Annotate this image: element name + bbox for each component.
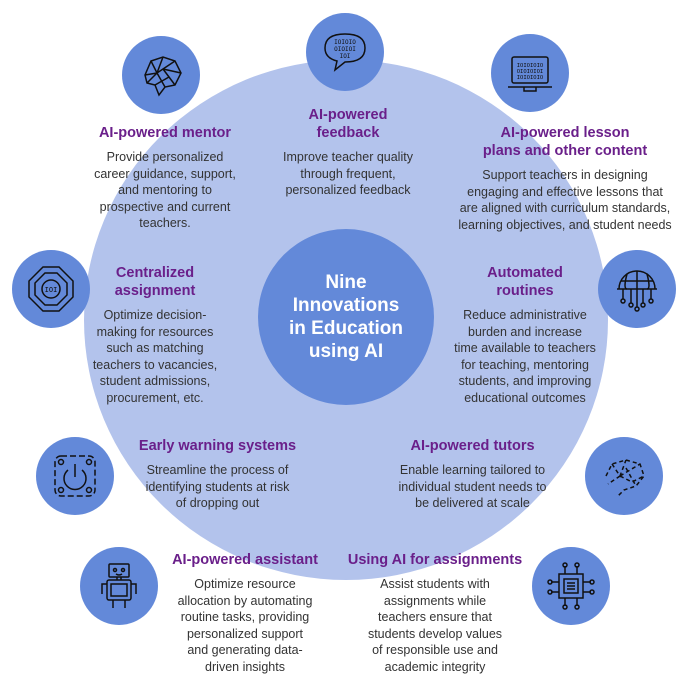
dashed-brain-icon: [585, 437, 663, 515]
chip-circuit-icon: [532, 547, 610, 625]
item-description: Enable learning tailored to individual s…: [398, 463, 547, 510]
svg-text:OIOIOI: OIOIOI: [334, 46, 356, 53]
item-title: AI-powered mentor: [98, 125, 232, 141]
item-title: Automated routines: [487, 265, 563, 299]
item-description: Optimize resource allocation by automati…: [177, 577, 313, 674]
item-ai-powered-tutors: AI-powered tutors Enable learning tailor…: [380, 437, 565, 512]
item-centralized-assignment: Centralized assignment Optimize decision…: [80, 264, 230, 406]
item-title: AI-powered assistant: [172, 552, 318, 568]
power-button-icon: [36, 437, 114, 515]
item-description: Assist students with assignments while t…: [367, 577, 503, 674]
center-circle: Nine Innovations in Education using AI: [258, 229, 434, 405]
globe-circuit-icon: [598, 250, 676, 328]
item-title: Centralized assignment: [114, 265, 196, 299]
brain-network-icon: [122, 36, 200, 114]
item-early-warning-systems: Early warning systems Streamline the pro…: [125, 437, 310, 512]
svg-text:IOI: IOI: [45, 286, 58, 294]
item-title: Early warning systems: [138, 438, 297, 454]
center-title: Nine Innovations in Education using AI: [289, 272, 403, 362]
item-title: AI-powered feedback: [308, 107, 388, 141]
robot-icon: [80, 547, 158, 625]
item-description: Provide personalized career guidance, su…: [94, 150, 236, 230]
item-description: Improve teacher quality through frequent…: [283, 150, 413, 197]
item-description: Support teachers in designing engaging a…: [458, 168, 672, 232]
item-using-ai-for-assignments: Using AI for assignments Assist students…: [340, 551, 530, 675]
item-automated-routines: Automated routines Reduce administrative…: [440, 264, 610, 406]
svg-text:IOI: IOI: [340, 53, 351, 60]
item-ai-powered-mentor: AI-powered mentor Provide personalized c…: [70, 124, 260, 232]
item-description: Streamline the process of identifying st…: [145, 463, 290, 510]
item-title: AI-powered lesson plans and other conten…: [482, 125, 648, 159]
svg-text:IOIOIOIO: IOIOIOIO: [517, 63, 544, 69]
item-description: Optimize decision- making for resources …: [92, 308, 218, 405]
item-ai-powered-lesson-plans: AI-powered lesson plans and other conten…: [440, 124, 690, 233]
item-title: Using AI for assignments: [347, 552, 523, 568]
svg-text:OIOIOIOI: OIOIOIOI: [517, 69, 544, 75]
svg-text:IOIOIO: IOIOIO: [334, 39, 356, 46]
item-ai-powered-assistant: AI-powered assistant Optimize resource a…: [160, 551, 330, 675]
octagon-network-icon: IOI: [12, 250, 90, 328]
item-description: Reduce administrative burden and increas…: [454, 308, 596, 405]
item-title: AI-powered tutors: [410, 438, 535, 454]
item-ai-powered-feedback: AI-powered feedback Improve teacher qual…: [258, 106, 438, 199]
svg-text:IOIOIOIO: IOIOIOIO: [517, 75, 544, 81]
